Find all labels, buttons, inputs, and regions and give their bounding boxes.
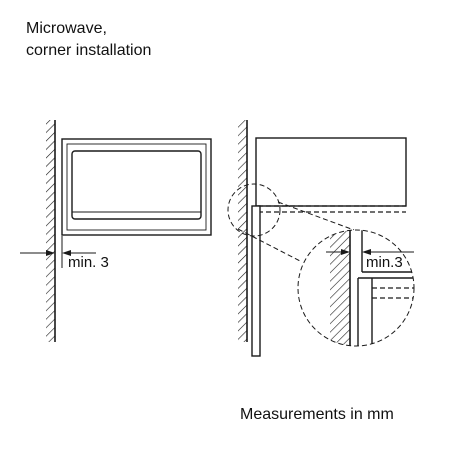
microwave-front-view	[61, 138, 212, 236]
title-line-2: corner installation	[26, 42, 152, 59]
measurements-note: Measurements in mm	[240, 406, 394, 423]
right-clearance-label: min.3	[366, 254, 403, 271]
left-clearance-dimension	[20, 236, 96, 268]
left-wall	[46, 120, 56, 342]
right-clearance-dimension	[326, 249, 414, 255]
title-line-1: Microwave,	[26, 20, 107, 37]
cabinet-side-panel	[251, 205, 261, 357]
detail-connector-lines	[237, 201, 355, 263]
left-clearance-label: min. 3	[68, 254, 109, 271]
detail-circle-small	[227, 183, 281, 237]
detail-zoom-view	[297, 229, 415, 347]
microwave-side-view	[255, 137, 407, 213]
